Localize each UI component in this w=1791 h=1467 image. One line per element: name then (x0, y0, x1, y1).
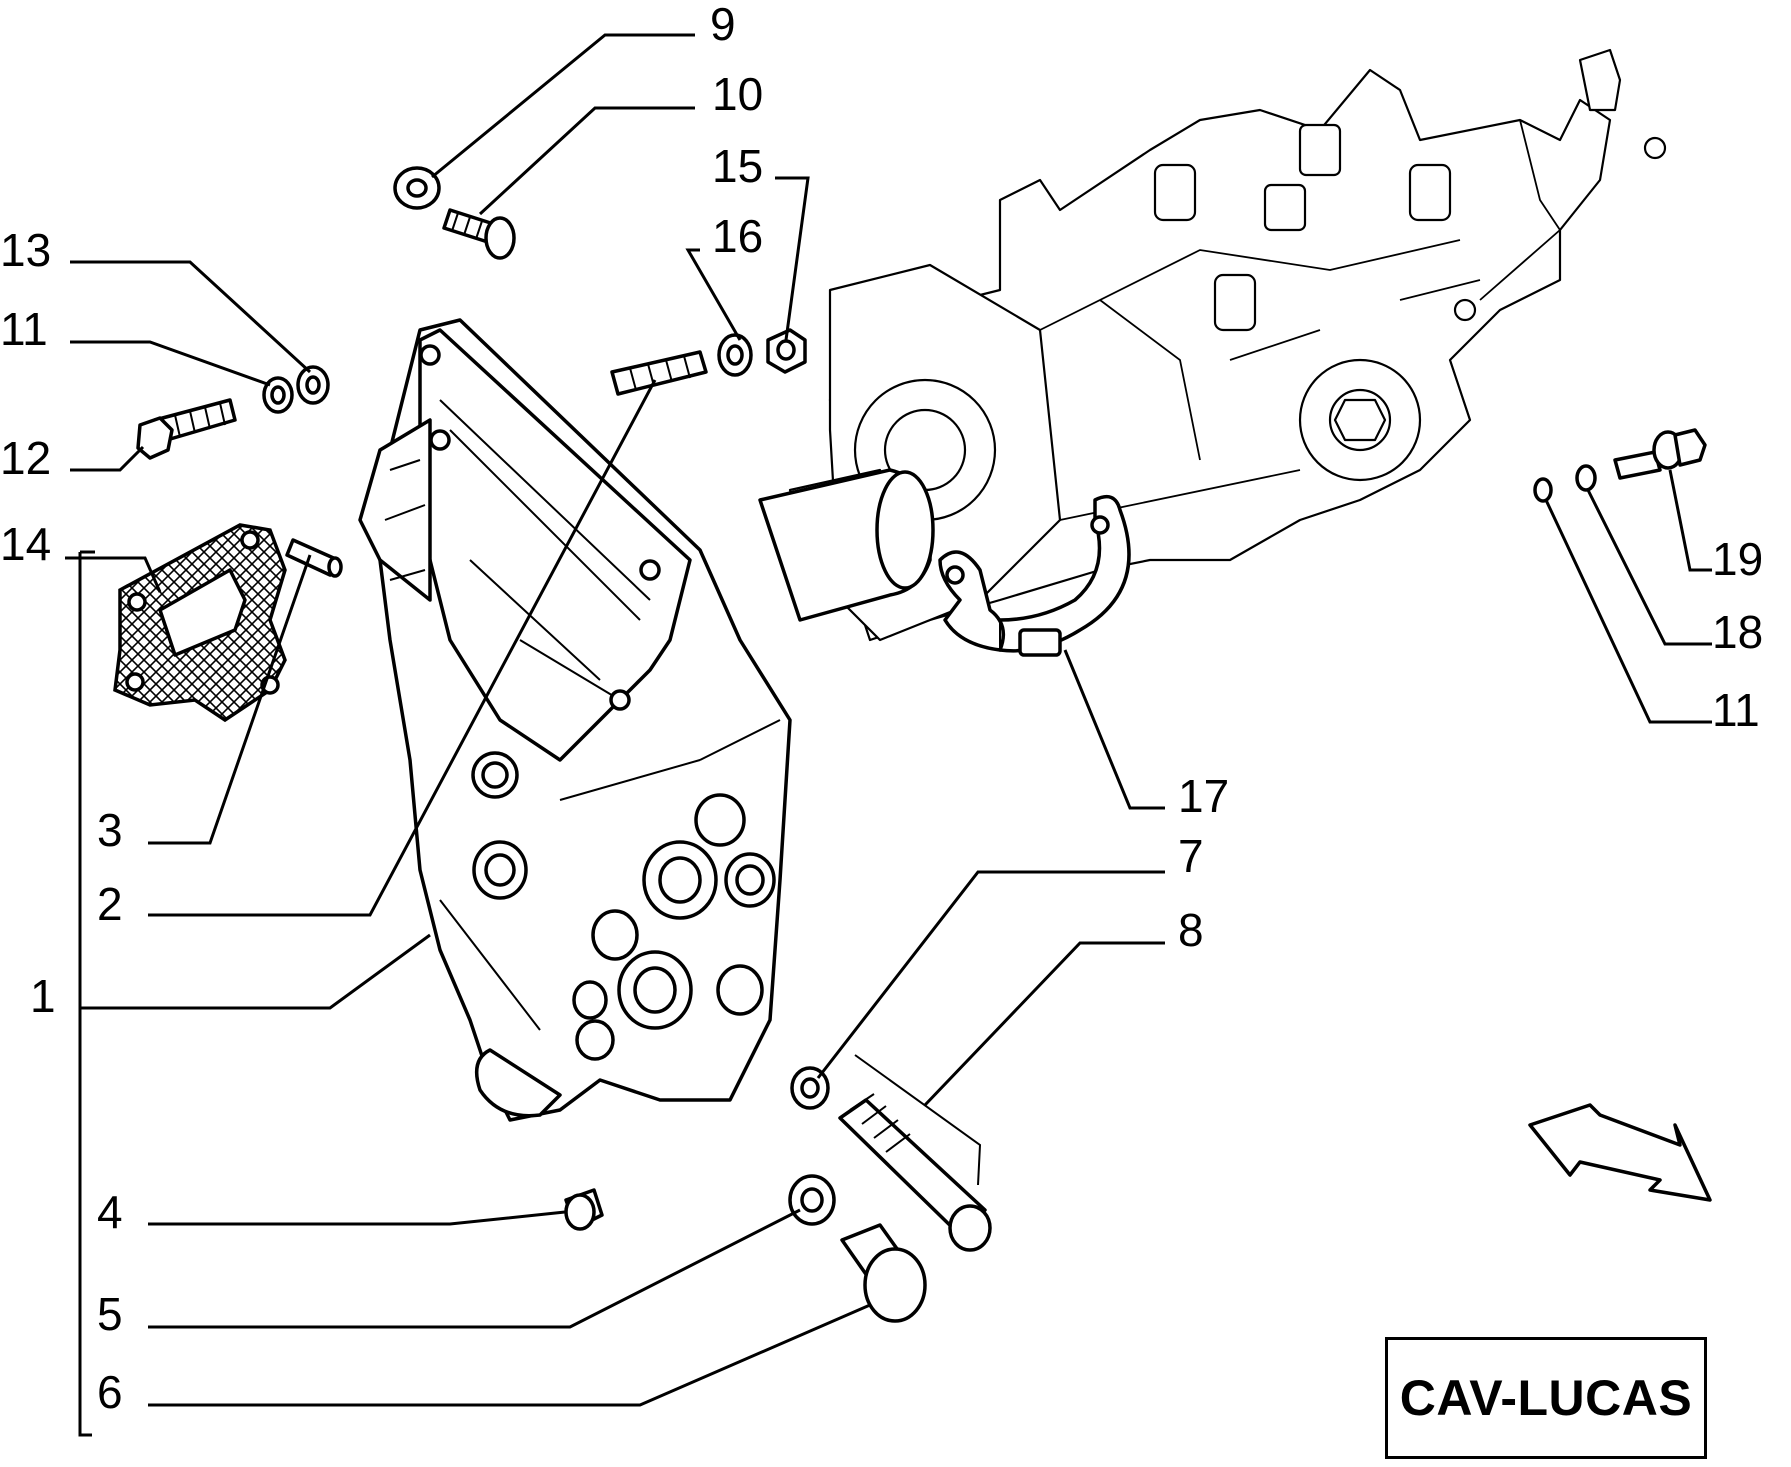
callout-13: 13 (0, 224, 51, 276)
callout-4: 4 (97, 1186, 123, 1238)
dowel-pin-part-3 (285, 538, 343, 578)
callout-15: 15 (712, 140, 763, 192)
callout-10: 10 (712, 68, 763, 120)
callout-8: 8 (1178, 904, 1204, 956)
callout-7: 7 (1178, 830, 1204, 882)
callout-11-left: 11 (0, 303, 48, 355)
callout-16: 16 (712, 210, 763, 262)
callout-5: 5 (97, 1288, 123, 1340)
direction-arrow-icon (1528, 1103, 1712, 1202)
callout-3: 3 (97, 804, 123, 856)
callout-12: 12 (0, 432, 51, 484)
bracket-part-17 (938, 494, 1131, 657)
screw-part-12 (136, 398, 237, 460)
callout-9: 9 (710, 0, 736, 50)
plug-part-4 (564, 1188, 604, 1231)
screw-part-10 (442, 208, 516, 260)
bolt-part-8 (838, 1054, 992, 1252)
callout-17: 17 (1178, 770, 1229, 822)
callout-2: 2 (97, 878, 123, 930)
callout-6: 6 (97, 1366, 123, 1418)
callout-14: 14 (0, 518, 51, 570)
brand-label: CAV-LUCAS (1399, 1370, 1693, 1426)
bolt-part-6 (840, 1223, 927, 1323)
callout-11-right: 11 (1712, 684, 1760, 736)
stud-part-2 (610, 350, 708, 396)
washer-and-screw-set-right (1533, 428, 1707, 503)
leader-lines (65, 33, 1712, 1437)
pump-housing-part-1 (358, 318, 935, 1122)
nut-part-15 (766, 328, 807, 374)
callout-labels: 9 10 15 16 13 11 12 14 3 2 1 4 5 6 7 8 1… (0, 0, 1763, 1418)
washer-part-9 (393, 166, 441, 210)
gasket-part-14 (113, 523, 287, 723)
washer-part-16 (717, 333, 753, 377)
brand-label-box: CAV-LUCAS (1385, 1337, 1707, 1459)
washer-part-5 (788, 1174, 836, 1226)
callout-1: 1 (30, 970, 56, 1022)
washer-set-left (262, 365, 330, 414)
callout-19: 19 (1712, 533, 1763, 585)
callout-18: 18 (1712, 606, 1763, 658)
